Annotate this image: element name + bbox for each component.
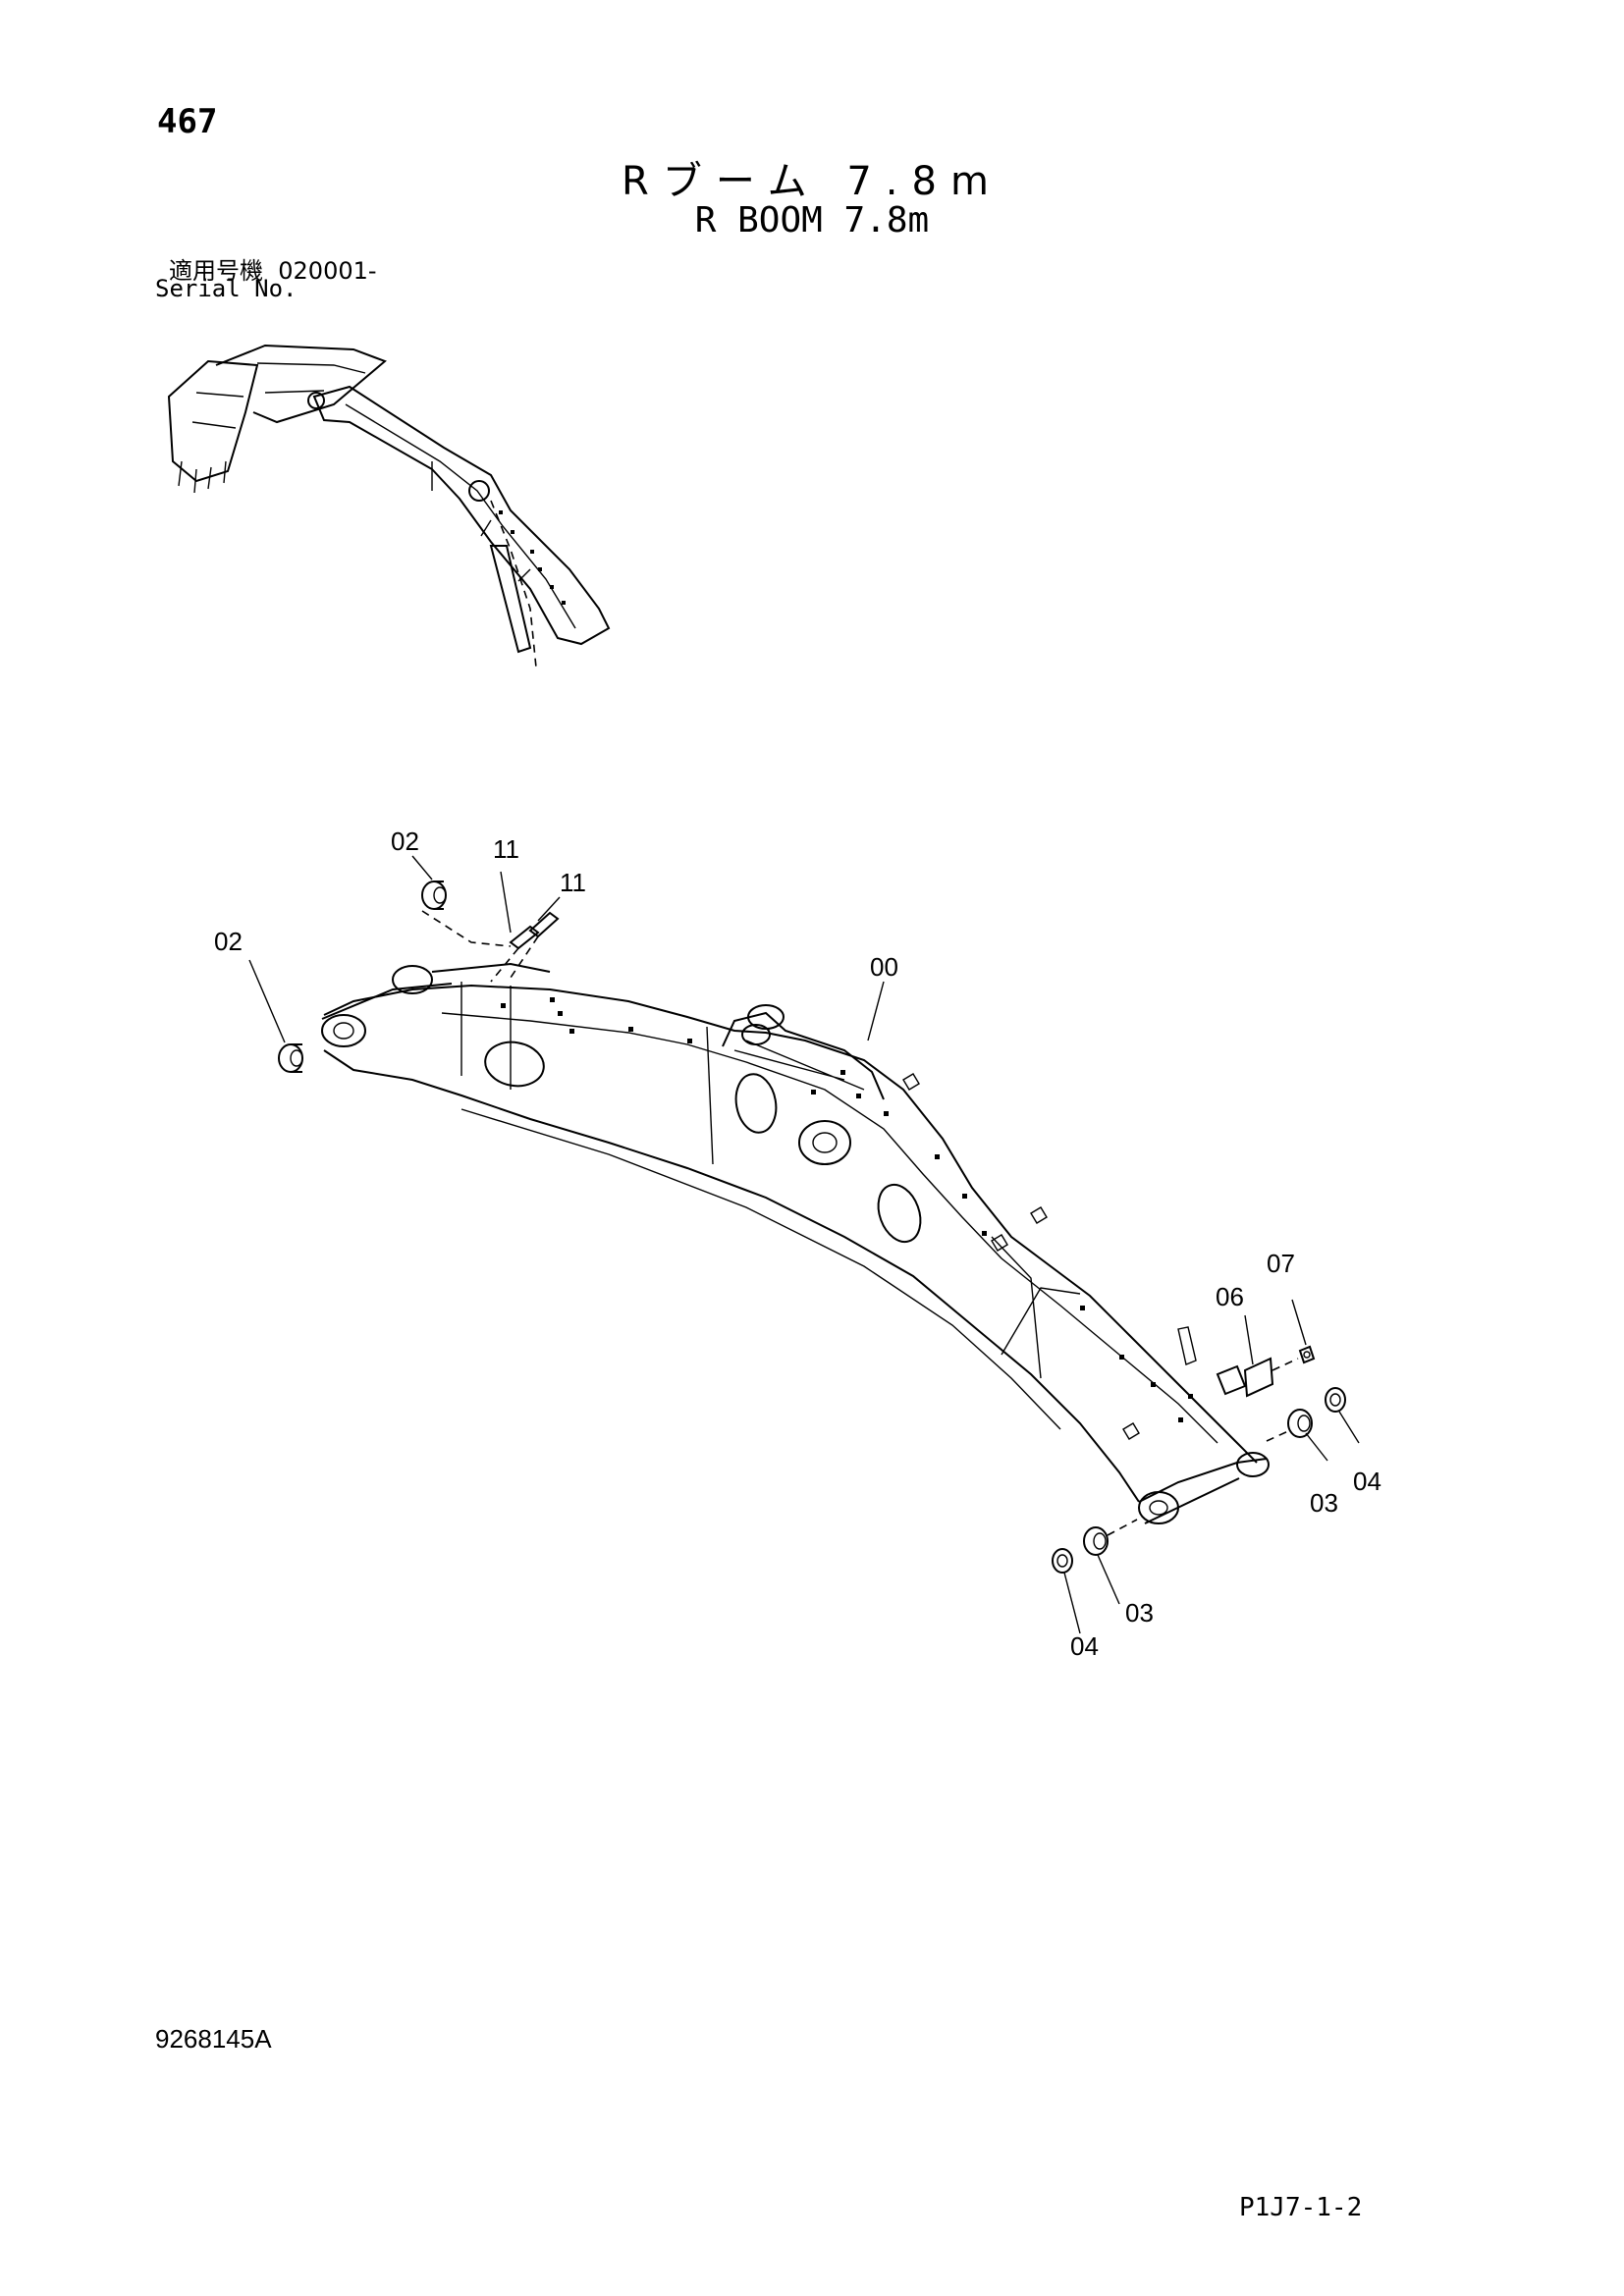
serial-label-japanese: 適用号機 020001- — [169, 251, 377, 286]
callout-03-left: 03 — [1125, 1598, 1154, 1628]
boom-main-drawing — [321, 962, 1270, 1524]
callout-03-right: 03 — [1310, 1488, 1338, 1518]
title-japanese: Rブーム 7.8m — [622, 159, 1002, 204]
part-02-bushing-upper — [421, 881, 512, 947]
part-03-04-right — [1266, 1387, 1346, 1442]
leader-lines — [248, 855, 1360, 1634]
part-03-04-left — [1052, 1519, 1138, 1574]
callout-06: 06 — [1216, 1282, 1244, 1311]
callout-02-upper: 02 — [391, 827, 419, 856]
callout-11-a: 11 — [493, 834, 519, 864]
callout-07: 07 — [1267, 1249, 1295, 1278]
page-code: P1J7-1-2 — [1239, 2193, 1363, 2222]
part-06-07-plate-bolt — [1243, 1345, 1316, 1398]
callout-11-b: 11 — [560, 868, 586, 897]
callout-00: 00 — [870, 952, 898, 982]
drawing-number: 9268145A — [155, 2024, 272, 2054]
part-11-fittings — [490, 911, 560, 983]
serial-value: 020001- — [278, 257, 377, 285]
callout-04-right: 04 — [1353, 1467, 1381, 1496]
serial-label-jp-text: 適用号機 — [169, 257, 263, 285]
serial-label-english: Serial No. — [155, 275, 298, 302]
title-english: R BOOM 7.8m — [694, 200, 930, 240]
part-02-bushing-lower — [278, 1043, 303, 1073]
overview-illustration — [167, 344, 611, 668]
callout-04-left: 04 — [1070, 1631, 1099, 1661]
callout-02-lower: 02 — [214, 927, 243, 956]
page-number: 467 — [157, 102, 218, 141]
